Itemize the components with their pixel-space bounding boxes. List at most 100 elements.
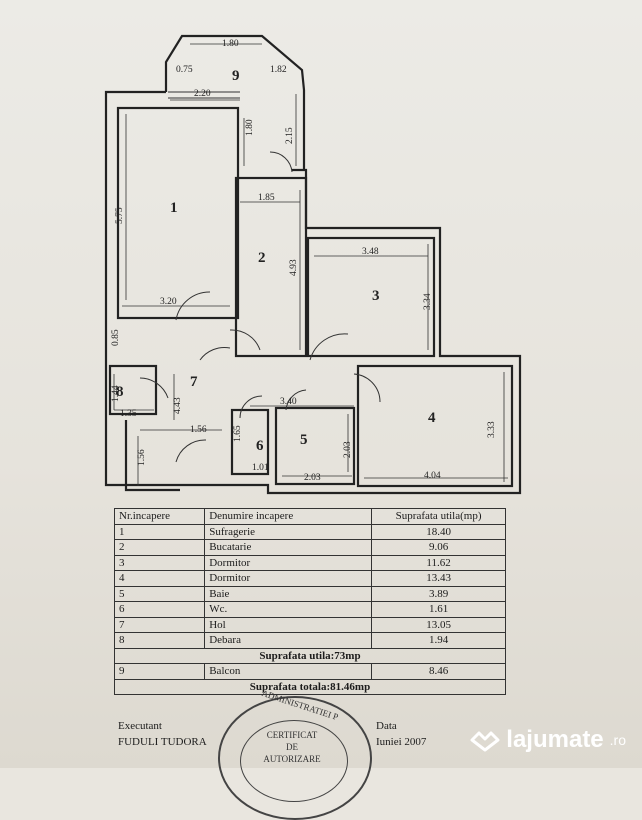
table-header: Nr.incapere (113, 508, 206, 525)
table-header: Suprafata utila(mp) (371, 508, 506, 525)
table-cell: 18.40 (371, 523, 506, 540)
stamp-line-2: DE (286, 742, 298, 752)
table-cell: 1.94 (371, 632, 506, 649)
table-row: 5 Baie 3.89 (113, 585, 506, 602)
table-row: 2 Bucatarie 9.06 (113, 539, 506, 556)
date-label: Data (376, 720, 397, 732)
dim-room4-width: 4.04 (424, 471, 441, 481)
dim-room3-height: 3.34 (423, 293, 433, 310)
dim-room2-side: 2.15 (285, 127, 295, 144)
room-label-3: 3 (372, 288, 380, 304)
table-row: 4 Dormitor 13.43 (113, 570, 506, 587)
door-arc (175, 291, 211, 321)
table-cell: Hol (204, 616, 373, 633)
table-cell: Bucatarie (204, 539, 373, 556)
room-8-outline (108, 364, 158, 416)
table-cell: 9 (113, 663, 206, 680)
table-cell: 3.89 (371, 585, 506, 602)
table-cell: Debara (204, 632, 373, 649)
dim-room6-width: 1.01 (252, 463, 269, 473)
dim-balcony-left: 0.75 (176, 65, 193, 75)
dim-room3-width: 3.48 (362, 247, 379, 257)
lajumate-watermark: lajumate .ro (470, 722, 626, 758)
dim-balcony-top: 1.80 (222, 39, 239, 49)
room-2-outline (234, 176, 308, 358)
room-label-6: 6 (256, 438, 264, 454)
dim-hall-bottom-width: 1.56 (190, 425, 207, 435)
dim-room2-width: 1.85 (258, 193, 275, 203)
dim-room1-width: 3.20 (160, 297, 177, 307)
table-cell: Baie (204, 585, 373, 602)
table-cell: 9.06 (371, 539, 506, 556)
table-cell: Wc. (204, 601, 373, 618)
room-6-outline (230, 408, 270, 476)
table-cell: 7 (113, 616, 206, 633)
room-label-4: 4 (428, 410, 436, 426)
lajumate-logo-icon (470, 731, 500, 752)
room-1-outline (116, 106, 240, 320)
table-row: 3 Dormitor 11.62 (113, 554, 506, 571)
table-cell: 4 (113, 570, 206, 587)
table-row: 6 Wc. 1.61 (113, 601, 506, 618)
hall-wall (124, 420, 180, 492)
table-row: 8 Debara 1.94 (113, 632, 506, 649)
dim-room6-height: 1.65 (233, 425, 243, 442)
table-header-row: Nr.incapere Denumire incapere Suprafata … (113, 508, 506, 525)
outer-wall (104, 90, 522, 495)
grand-total-row: Suprafata totala:81.46mp (114, 678, 506, 695)
table-cell: 5 (113, 585, 206, 602)
table-cell: 6 (113, 601, 206, 618)
room-3-outline (306, 236, 436, 358)
useful-total-row: Suprafata utila:73mp (114, 647, 506, 664)
dim-room1-height: 5.75 (115, 207, 125, 224)
table-cell: Dormitor (204, 570, 373, 587)
floor-plan-drawing: 1 2 3 4 5 6 7 8 9 1.80 0.75 1.82 2.20 1.… (104, 34, 522, 495)
table-cell: 13.05 (371, 616, 506, 633)
room-label-5: 5 (300, 432, 308, 448)
dim-room5-bottom: 2.03 (304, 473, 321, 483)
area-table: Nr.incapere Denumire incapere Suprafata … (113, 508, 506, 695)
balcony-row: 9 Balcon 8.46 (113, 663, 506, 680)
executant-name: FUDULI TUDORA (118, 736, 207, 748)
table-cell: 13.43 (371, 570, 506, 587)
room-4-outline (356, 364, 514, 488)
watermark-brand: lajumate (506, 726, 604, 753)
table-cell: 8 (113, 632, 206, 649)
table-cell: 2 (113, 539, 206, 556)
date-value: Iuniei 2007 (376, 736, 427, 748)
grand-total: Suprafata totala:81.46mp (114, 678, 506, 695)
dim-room2-height: 4.93 (289, 259, 299, 276)
signature-footer: Executant FUDULI TUDORA Data Iuniei 2007 (114, 718, 506, 768)
table-cell: 11.62 (371, 554, 506, 571)
stamp-line-1: CERTIFICAT (266, 730, 318, 740)
dim-hall-height: 4.43 (173, 397, 183, 414)
room-label-9: 9 (232, 68, 240, 84)
dim-balcony-depth: 1.80 (245, 119, 255, 136)
table-cell: Dormitor (204, 554, 373, 571)
table-cell: 3 (113, 554, 206, 571)
dim-room5-side: 2.03 (343, 441, 353, 458)
table-row: 1 Sufragerie 18.40 (113, 523, 506, 540)
table-cell: Balcon (204, 663, 373, 680)
table-cell: Sufragerie (204, 523, 373, 540)
dim-room8-label: 0.85 (111, 329, 121, 346)
room-label-1: 1 (170, 200, 178, 216)
dim-balcony-right: 1.82 (270, 65, 287, 75)
dim-hall-width: 3.40 (280, 397, 297, 407)
room-label-2: 2 (258, 250, 266, 266)
watermark-tld: .ro (609, 732, 626, 748)
useful-total: Suprafata utila:73mp (114, 647, 506, 664)
room-5-outline (274, 406, 356, 486)
table-row: 7 Hol 13.05 (113, 616, 506, 633)
table-header: Denumire incapere (204, 508, 373, 525)
dim-room8-width: 1.35 (120, 409, 137, 419)
room-label-8: 8 (116, 384, 124, 400)
dim-room4-height: 3.33 (487, 421, 497, 438)
executant-label: Executant (118, 720, 162, 732)
balcony-wall (164, 34, 306, 170)
dim-room8-height: 1.44 (111, 385, 121, 402)
room-label-7: 7 (190, 374, 198, 390)
table-cell: 1.61 (371, 601, 506, 618)
dim-balcony-width: 2.20 (194, 89, 211, 99)
